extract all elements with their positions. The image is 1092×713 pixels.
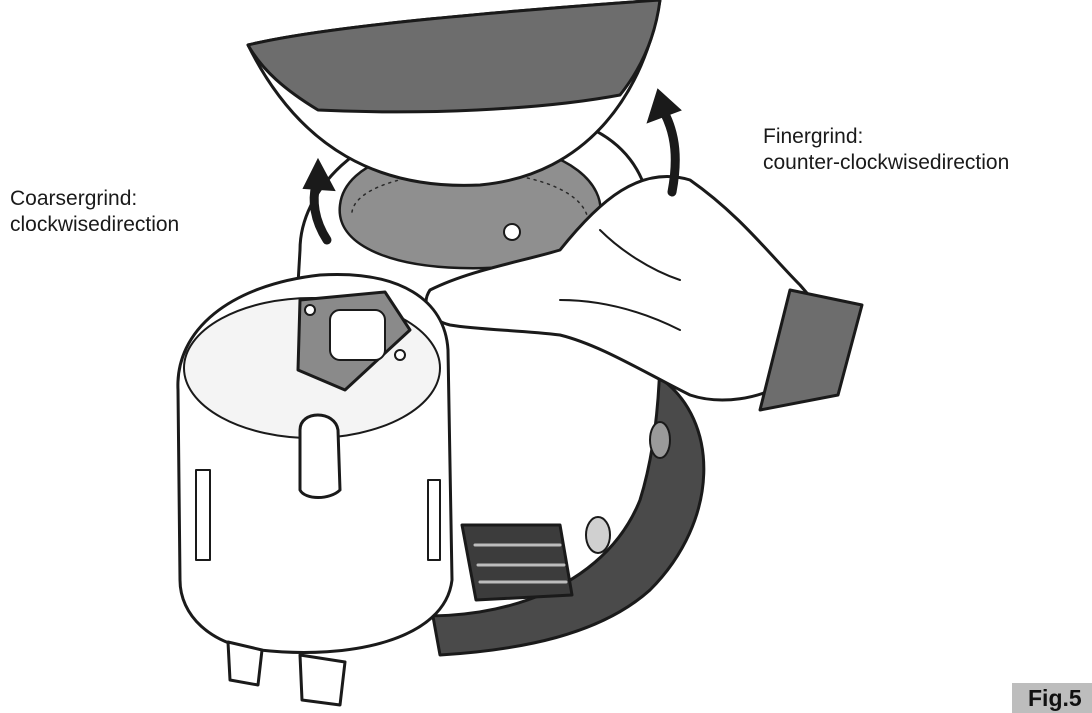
figure-label: Fig.5 <box>1012 683 1092 713</box>
spindle <box>298 413 342 499</box>
clockwise-arrow-icon <box>302 157 336 245</box>
counter-clockwise-arrow-icon <box>646 88 682 197</box>
sleeve-cuff <box>758 288 864 412</box>
side-knob-icon <box>649 421 671 459</box>
fine-grind-title: Finergrind: <box>763 125 864 148</box>
coarse-grind-caption: Coarsergrind: clockwisedirection <box>10 186 179 238</box>
coarse-grind-direction: clockwisedirection <box>10 213 180 236</box>
ribbed-pad <box>460 523 574 602</box>
side-button-icon <box>585 516 611 554</box>
grinder-illustration <box>176 0 864 707</box>
dial-knob-icon <box>503 223 521 241</box>
fine-grind-direction: counter-clockwisedirection <box>763 151 1010 174</box>
coarse-grind-title: Coarsergrind: <box>10 187 138 210</box>
container-foot-left <box>226 640 264 687</box>
fine-grind-caption: Finergrind: counter-clockwisedirection <box>763 124 1009 176</box>
container-foot-right <box>298 653 347 707</box>
